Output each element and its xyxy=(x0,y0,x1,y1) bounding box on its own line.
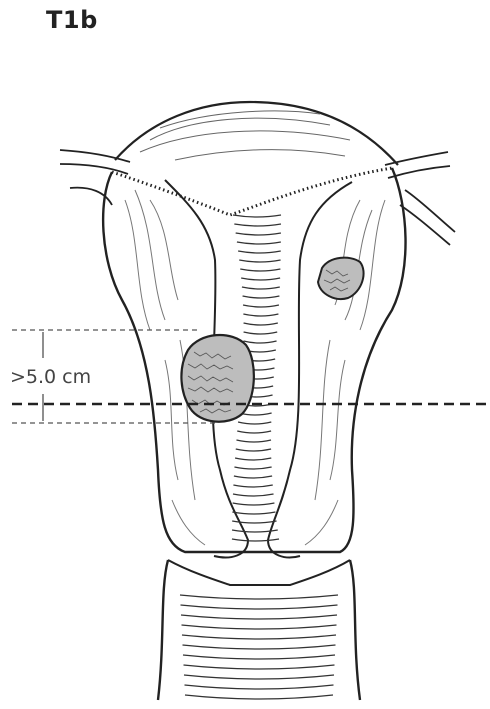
ruga-stroke xyxy=(183,645,336,649)
fold-stroke xyxy=(236,449,271,451)
ruga-stroke xyxy=(180,595,338,599)
ruga-stroke xyxy=(184,665,335,669)
tumor-small xyxy=(318,258,364,299)
fold-stroke xyxy=(242,287,280,289)
fallopian-tube-right xyxy=(385,152,455,245)
cervix-outline-right xyxy=(350,560,360,700)
fold-stroke xyxy=(243,296,280,298)
ruga-stroke xyxy=(183,655,335,659)
ruga-stroke xyxy=(184,675,334,679)
fold-stroke xyxy=(235,458,271,460)
fold-stroke xyxy=(233,215,281,217)
fold-stroke xyxy=(243,341,276,343)
ruga-stroke xyxy=(182,635,336,639)
fold-stroke xyxy=(236,440,271,442)
fold-stroke xyxy=(243,314,278,316)
fold-stroke xyxy=(233,485,272,487)
fold-stroke xyxy=(233,494,274,496)
fold-stroke xyxy=(237,242,281,244)
fold-stroke xyxy=(233,503,275,505)
fold-stroke xyxy=(244,323,278,325)
fold-stroke xyxy=(232,539,279,541)
fold-stroke xyxy=(243,305,279,307)
fold-stroke xyxy=(234,476,272,478)
fold-stroke xyxy=(238,422,271,424)
fold-stroke xyxy=(238,251,281,253)
fold-stroke xyxy=(234,224,281,226)
ruga-stroke xyxy=(182,625,337,629)
fold-stroke xyxy=(241,278,280,280)
serosa-line xyxy=(112,168,392,215)
fold-stroke xyxy=(234,467,271,469)
stage-title: T1b xyxy=(46,6,98,34)
measurement-label: >5.0 cm xyxy=(8,366,93,388)
fallopian-tube-left xyxy=(60,150,130,205)
fold-stroke xyxy=(240,269,280,271)
ruga-stroke xyxy=(181,605,338,609)
ruga-stroke xyxy=(185,695,333,699)
ruga-stroke xyxy=(185,685,334,689)
cervix-top-rim xyxy=(168,560,350,585)
cavity-right-wall xyxy=(268,182,352,557)
fold-stroke xyxy=(244,332,278,334)
fold-stroke xyxy=(237,431,271,433)
fold-stroke xyxy=(232,512,275,514)
fold-stroke xyxy=(239,260,280,262)
myometrium-texture xyxy=(125,190,385,545)
fold-stroke xyxy=(236,233,281,235)
tumor-large xyxy=(181,335,253,422)
cervix-outline-left xyxy=(158,560,168,700)
ruga-stroke xyxy=(181,615,337,619)
vaginal-rugae xyxy=(180,595,338,699)
